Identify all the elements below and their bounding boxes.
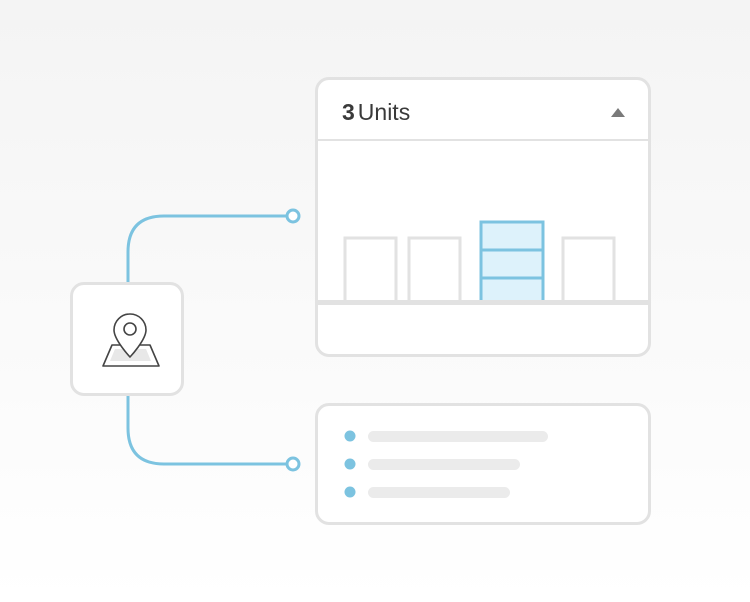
bullet-dot <box>344 430 356 442</box>
units-shelf-view <box>318 220 648 305</box>
map-pin-icon <box>102 313 160 367</box>
list-item <box>344 430 548 442</box>
list-card <box>315 403 651 525</box>
stacked-unit-1 <box>479 220 545 252</box>
unit-slot-4 <box>561 236 616 304</box>
unit-slot-2 <box>407 236 462 304</box>
connector-to-list <box>126 396 288 466</box>
units-count: 3 <box>342 99 355 125</box>
connector-end-dot-top <box>285 208 301 224</box>
bullet-dot <box>344 458 356 470</box>
list-item <box>344 458 520 470</box>
placeholder-line <box>368 487 510 498</box>
stacked-unit-3 <box>479 276 545 304</box>
list-item <box>344 486 510 498</box>
units-label: Units <box>357 99 411 125</box>
unit-slot-1 <box>343 236 398 304</box>
bullet-dot <box>344 486 356 498</box>
location-tile <box>70 282 184 396</box>
connector-to-units <box>126 214 288 282</box>
connector-end-dot-bottom <box>285 456 301 472</box>
placeholder-line <box>368 431 548 442</box>
shelf-baseline <box>318 300 648 305</box>
placeholder-list <box>344 430 548 498</box>
stacked-unit-2 <box>479 248 545 280</box>
collapse-button[interactable] <box>608 102 628 120</box>
placeholder-line <box>368 459 520 470</box>
caret-up-icon <box>611 108 625 117</box>
unit-slot-3-stack <box>479 220 545 304</box>
